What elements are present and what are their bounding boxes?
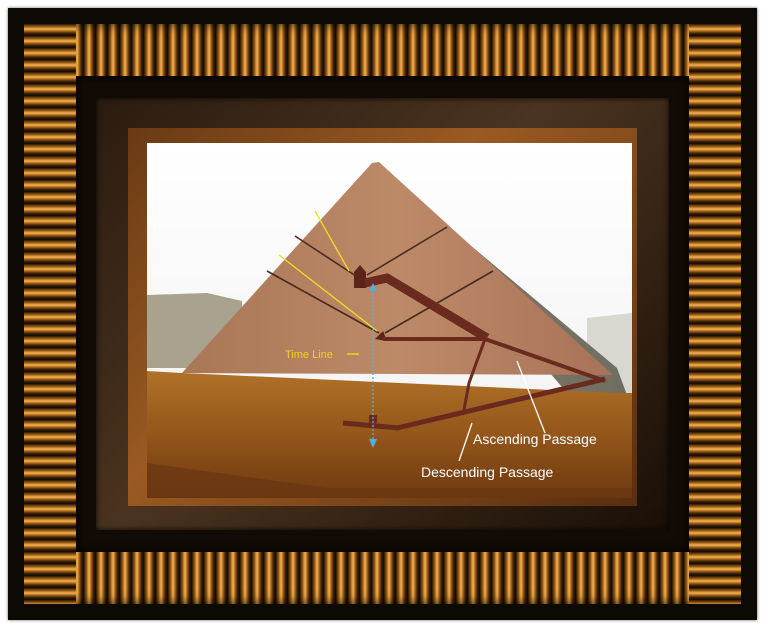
- descending-passage-label: Descending Passage: [421, 464, 554, 480]
- time-line-label: Time Line: [285, 349, 333, 361]
- ascending-passage-label: Ascending Passage: [473, 431, 597, 447]
- pyramid-diagram-svg: Time Line Ascending Passage Descending P…: [147, 143, 632, 498]
- pyramid-diagram: Time Line Ascending Passage Descending P…: [147, 143, 632, 498]
- frame-moulding-left: [24, 24, 76, 604]
- frame-moulding-right: [689, 24, 741, 604]
